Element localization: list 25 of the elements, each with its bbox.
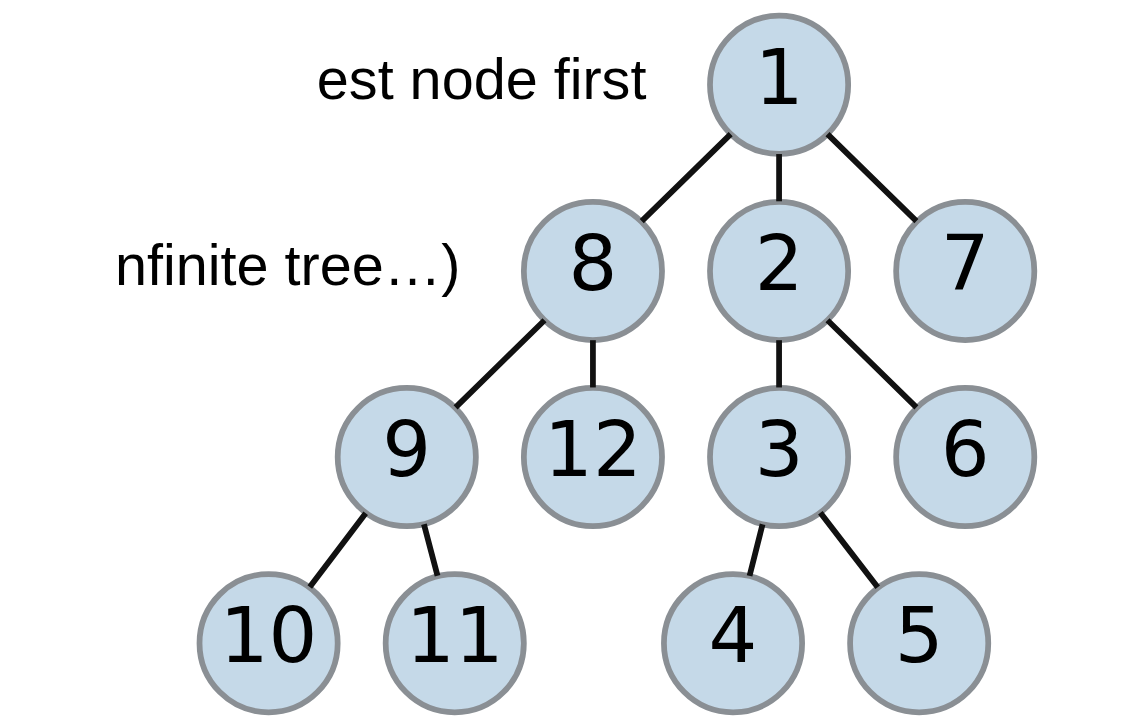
- connector: [420, 523, 440, 577]
- node-circle: 8: [520, 198, 665, 343]
- node-circle: 1: [706, 12, 851, 157]
- node-circle: 5: [846, 571, 991, 716]
- connector: [775, 340, 782, 388]
- connector: [746, 523, 765, 577]
- connector: [306, 511, 368, 589]
- node-circle: 12: [520, 385, 665, 530]
- connector: [817, 510, 880, 590]
- connector: [825, 318, 918, 410]
- connector: [589, 340, 596, 388]
- node-circle: 4: [660, 571, 805, 716]
- connector: [825, 132, 918, 224]
- node-circle: 3: [706, 385, 851, 530]
- node-circle: 11: [382, 571, 527, 716]
- connector: [639, 132, 733, 224]
- node-circle: 2: [706, 198, 851, 343]
- connector: [775, 154, 782, 202]
- connector: [453, 318, 547, 410]
- node-circle: 6: [892, 385, 1037, 530]
- label: est node first: [316, 47, 646, 112]
- label: nfinite tree…): [114, 233, 461, 298]
- node-circle: 7: [892, 198, 1037, 343]
- node-circle: 10: [196, 571, 341, 716]
- node-circle: 9: [334, 385, 479, 530]
